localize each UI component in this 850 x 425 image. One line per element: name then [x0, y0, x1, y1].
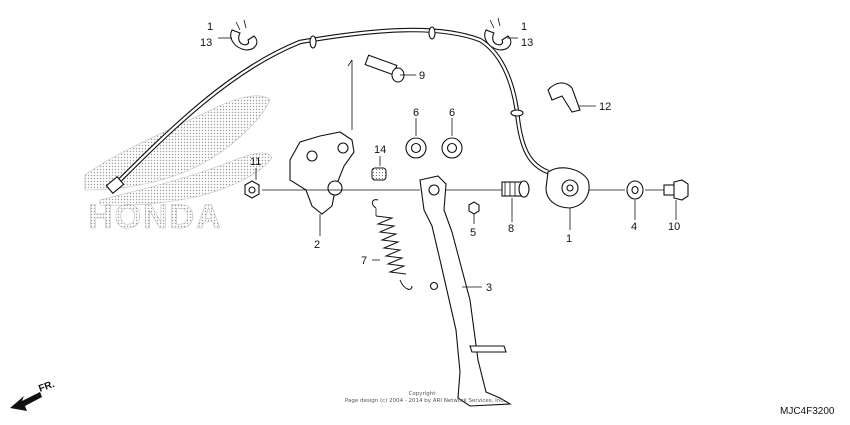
callout-1: 1: [521, 21, 527, 33]
spring-icon: [371, 199, 413, 290]
sidestand-bracket: [289, 131, 355, 215]
copyright-line-1: Copyright: [409, 391, 437, 397]
nut-icon: [468, 201, 480, 215]
cable-band: [309, 35, 317, 49]
direction-label: FR.: [37, 379, 56, 395]
front-direction-arrow-icon: [10, 392, 42, 411]
clamp-icon: [484, 17, 512, 51]
sidestand: [419, 175, 512, 407]
rubber-pad: [371, 167, 387, 181]
callout-2: 2: [314, 239, 320, 251]
bolt-icon: [364, 54, 405, 83]
nut-icon: [244, 180, 260, 199]
cable-connector: [105, 175, 125, 195]
callout-11: 11: [250, 156, 261, 168]
cable-band: [428, 26, 436, 40]
washer-icon: [405, 137, 427, 159]
pivot-bolt-icon: [501, 180, 530, 198]
callout-13: 13: [521, 37, 533, 49]
sidestand-switch: [545, 167, 590, 209]
callout-7: 7: [361, 255, 367, 267]
cable-band: [510, 109, 524, 117]
washer-icon: [441, 137, 463, 159]
diagram-code: MJC4F3200: [780, 406, 835, 417]
clamp-icon: [230, 19, 258, 51]
honda-wing-logo: HONDA: [84, 95, 273, 236]
callout-3: 3: [486, 282, 492, 294]
callout-6: 6: [413, 107, 419, 119]
callout-10: 10: [668, 221, 680, 233]
callout-8: 8: [508, 223, 514, 235]
callout-6: 6: [449, 107, 455, 119]
callout-12: 12: [599, 101, 611, 113]
callout-14: 14: [374, 144, 386, 156]
cable-clamp-part: [547, 82, 581, 113]
callout-1: 1: [207, 21, 213, 33]
collar-icon: [626, 180, 644, 200]
callout-4: 4: [631, 221, 637, 233]
callout-13: 13: [200, 37, 212, 49]
copyright-line-2: Page design (c) 2004 - 2014 by ARI Netwo…: [345, 398, 505, 404]
callout-1: 1: [566, 233, 572, 245]
callout-9: 9: [419, 70, 425, 82]
callout-5: 5: [470, 227, 476, 239]
bolt-icon: [663, 179, 689, 201]
honda-watermark-text: HONDA: [88, 198, 223, 236]
